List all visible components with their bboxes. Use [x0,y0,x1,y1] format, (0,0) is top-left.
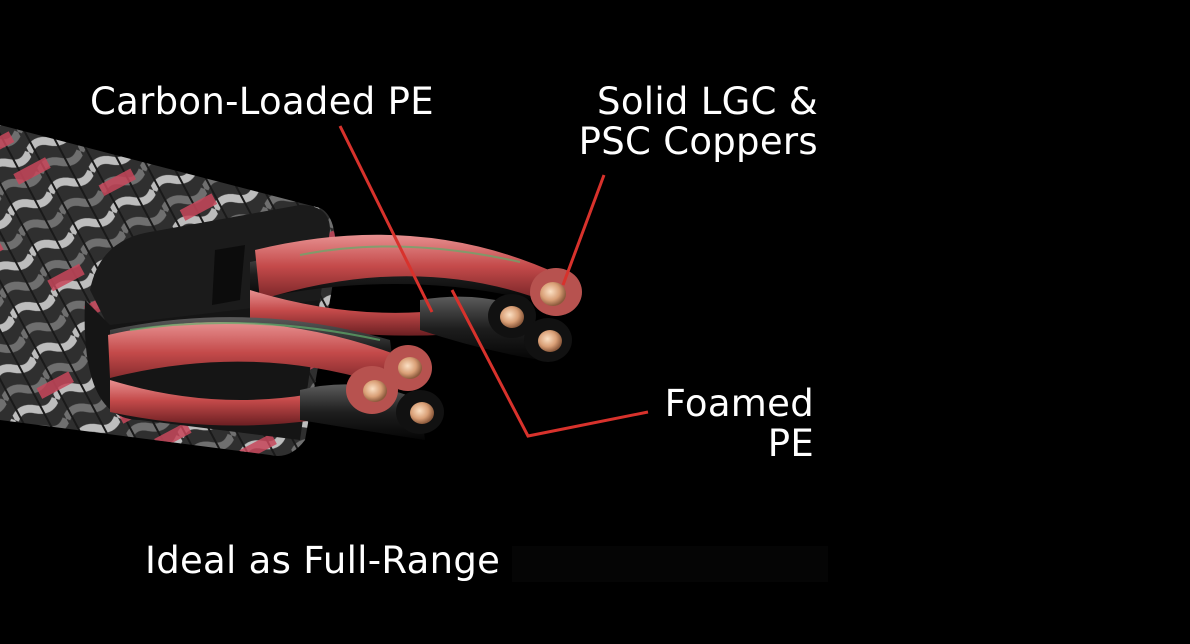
label-carbon-loaded-pe: Carbon-Loaded PE [90,80,434,123]
label-foamed-pe: Foamed PE [610,384,814,464]
redacted-area [512,546,828,582]
label-solid-line2: PSC Coppers [578,120,818,163]
leader-line-carbon-loaded [338,125,434,313]
label-foamed-line1: Foamed [664,382,814,425]
caption-text: Ideal as Full-Range [145,539,501,582]
leader-line-foamed-pe [450,289,649,438]
conductor-ends [346,268,582,434]
leader-line-solid-copper [561,174,606,286]
label-solid-copper: Solid LGC & PSC Coppers [560,82,818,162]
label-foamed-line2: PE [767,422,814,465]
label-solid-line1: Solid LGC & [597,80,818,123]
lower-twisted-pair [108,317,425,440]
